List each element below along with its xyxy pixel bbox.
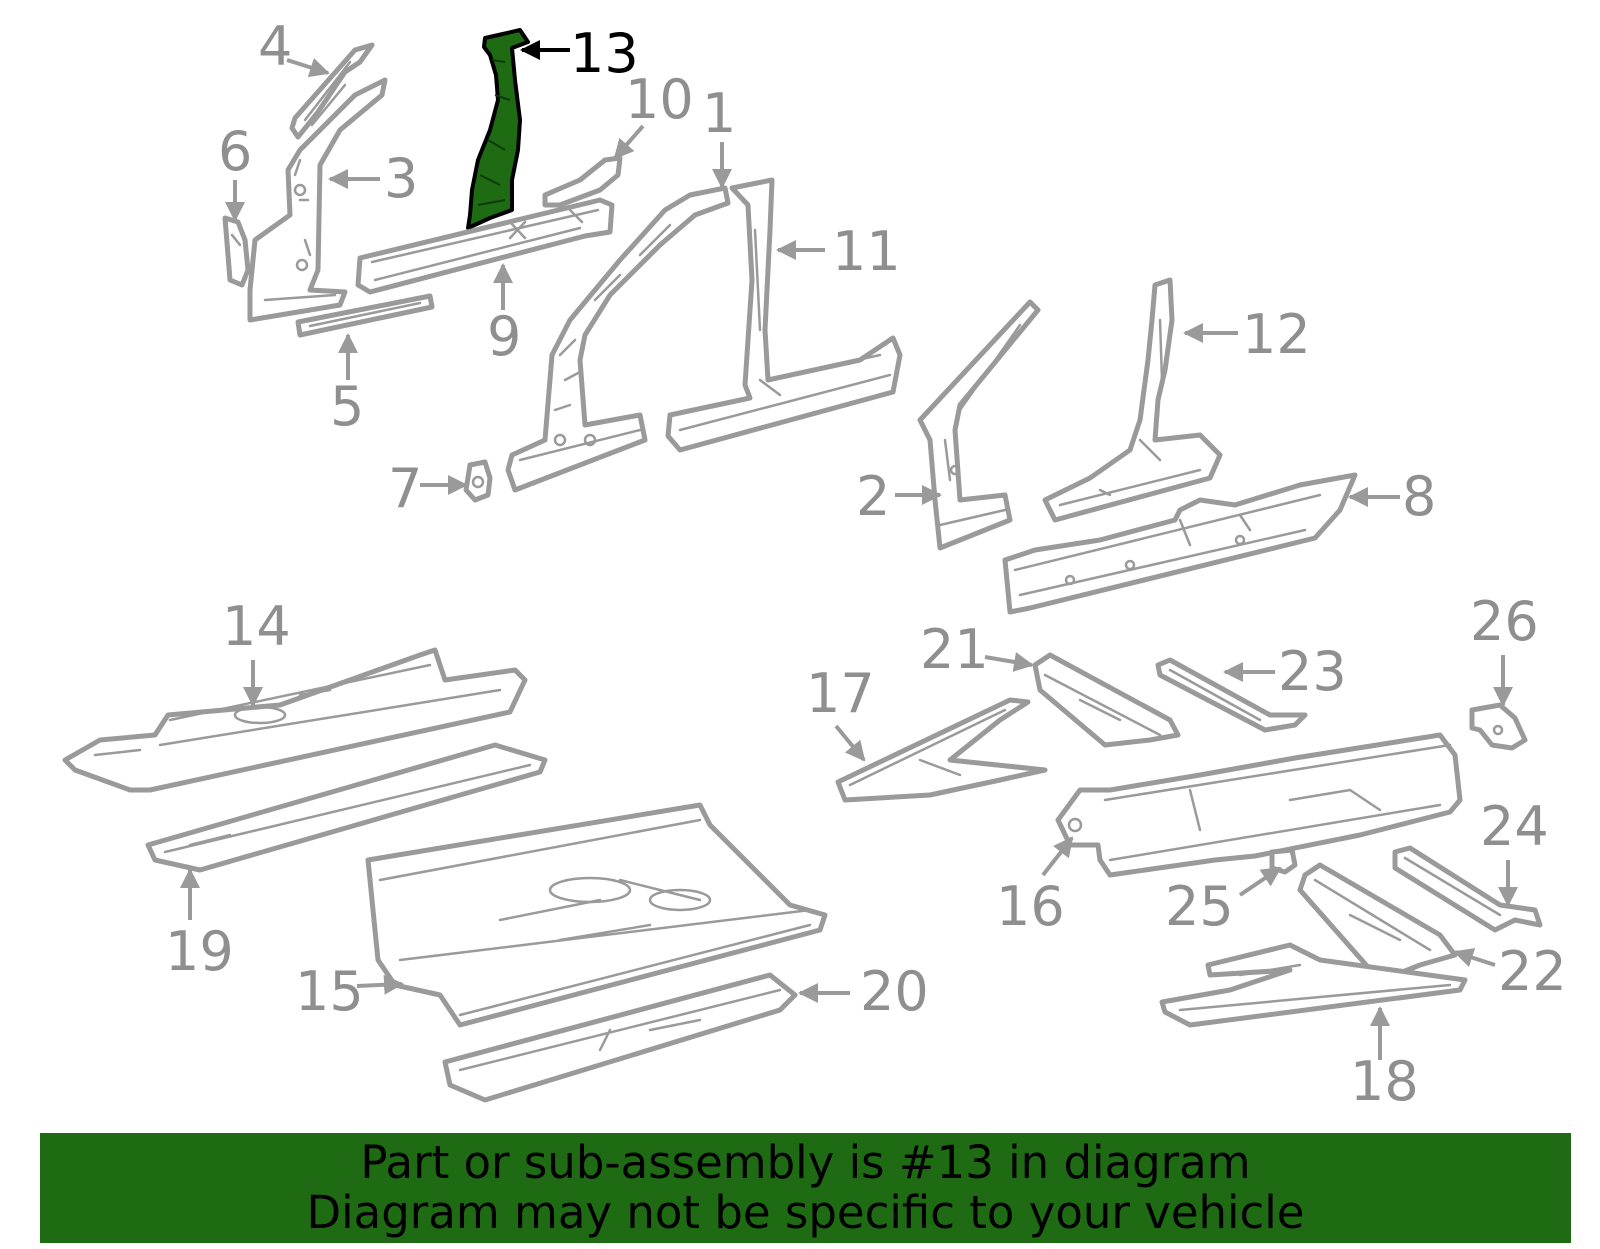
part-8-shape — [1002, 472, 1358, 615]
callout-19[interactable]: 19 — [165, 920, 234, 983]
callout-13[interactable]: 13 — [570, 22, 639, 85]
callout-5[interactable]: 5 — [330, 375, 364, 438]
part-10-shape — [542, 155, 623, 208]
callout-21[interactable]: 21 — [920, 618, 989, 681]
callout-23[interactable]: 23 — [1278, 640, 1347, 703]
callout-10[interactable]: 10 — [625, 68, 694, 131]
callout-17[interactable]: 17 — [806, 662, 875, 725]
callout-26[interactable]: 26 — [1470, 590, 1539, 653]
callout-numbers: 4 13 10 1 6 3 11 9 12 5 7 2 8 14 26 21 2… — [165, 15, 1567, 1113]
callout-12[interactable]: 12 — [1242, 303, 1311, 366]
info-banner: Part or sub-assembly is #13 in diagram D… — [40, 1133, 1571, 1243]
part-15-shape — [365, 802, 828, 1028]
part-7-shape — [463, 459, 493, 503]
part-5-shape — [295, 293, 435, 338]
part-6-shape — [222, 215, 251, 288]
callout-arrows — [180, 40, 1518, 1060]
part-3-shape — [247, 77, 388, 323]
callout-11[interactable]: 11 — [832, 220, 901, 283]
parts-diagram: 4 13 10 1 6 3 11 9 12 5 7 2 8 14 26 21 2… — [62, 15, 1567, 1113]
part-22-shape — [1297, 862, 1458, 978]
banner-disclaimer-line: Diagram may not be specific to your vehi… — [306, 1186, 1305, 1239]
part-1-shape — [505, 185, 731, 493]
callout-25[interactable]: 25 — [1165, 875, 1234, 938]
callout-2[interactable]: 2 — [856, 465, 890, 528]
callout-3[interactable]: 3 — [384, 147, 418, 210]
callout-22[interactable]: 22 — [1498, 940, 1567, 1003]
part-4-shape — [289, 42, 375, 140]
callout-9[interactable]: 9 — [487, 305, 521, 368]
callout-7[interactable]: 7 — [388, 457, 422, 520]
part-23-shape — [1155, 657, 1308, 733]
callout-8[interactable]: 8 — [1402, 465, 1436, 528]
part-24-shape — [1392, 845, 1543, 933]
callout-14[interactable]: 14 — [222, 595, 291, 658]
callout-24[interactable]: 24 — [1480, 795, 1549, 858]
callout-6[interactable]: 6 — [218, 120, 252, 183]
callout-15[interactable]: 15 — [295, 960, 364, 1023]
part-26-shape — [1469, 702, 1528, 751]
part-2-shape — [917, 299, 1041, 551]
callout-1[interactable]: 1 — [702, 82, 736, 145]
part-21-shape — [1032, 652, 1181, 748]
part-16-shape — [1055, 732, 1463, 878]
callout-18[interactable]: 18 — [1350, 1050, 1419, 1113]
part-19-shape — [145, 742, 548, 873]
part-20-shape — [442, 972, 798, 1103]
part-12-shape — [1042, 277, 1223, 523]
callout-16[interactable]: 16 — [996, 875, 1065, 938]
part-14-shape — [62, 647, 528, 793]
part-13-highlighted-shape — [466, 28, 530, 230]
part-17-shape — [835, 697, 1048, 803]
part-25-shape — [1269, 847, 1298, 875]
part-11-shape — [665, 177, 903, 453]
callout-20[interactable]: 20 — [860, 960, 929, 1023]
banner-part-line: Part or sub-assembly is #13 in diagram — [360, 1136, 1251, 1189]
part-18-shape — [1159, 942, 1468, 1028]
callout-4[interactable]: 4 — [258, 15, 292, 78]
part-9-shape — [355, 197, 615, 295]
